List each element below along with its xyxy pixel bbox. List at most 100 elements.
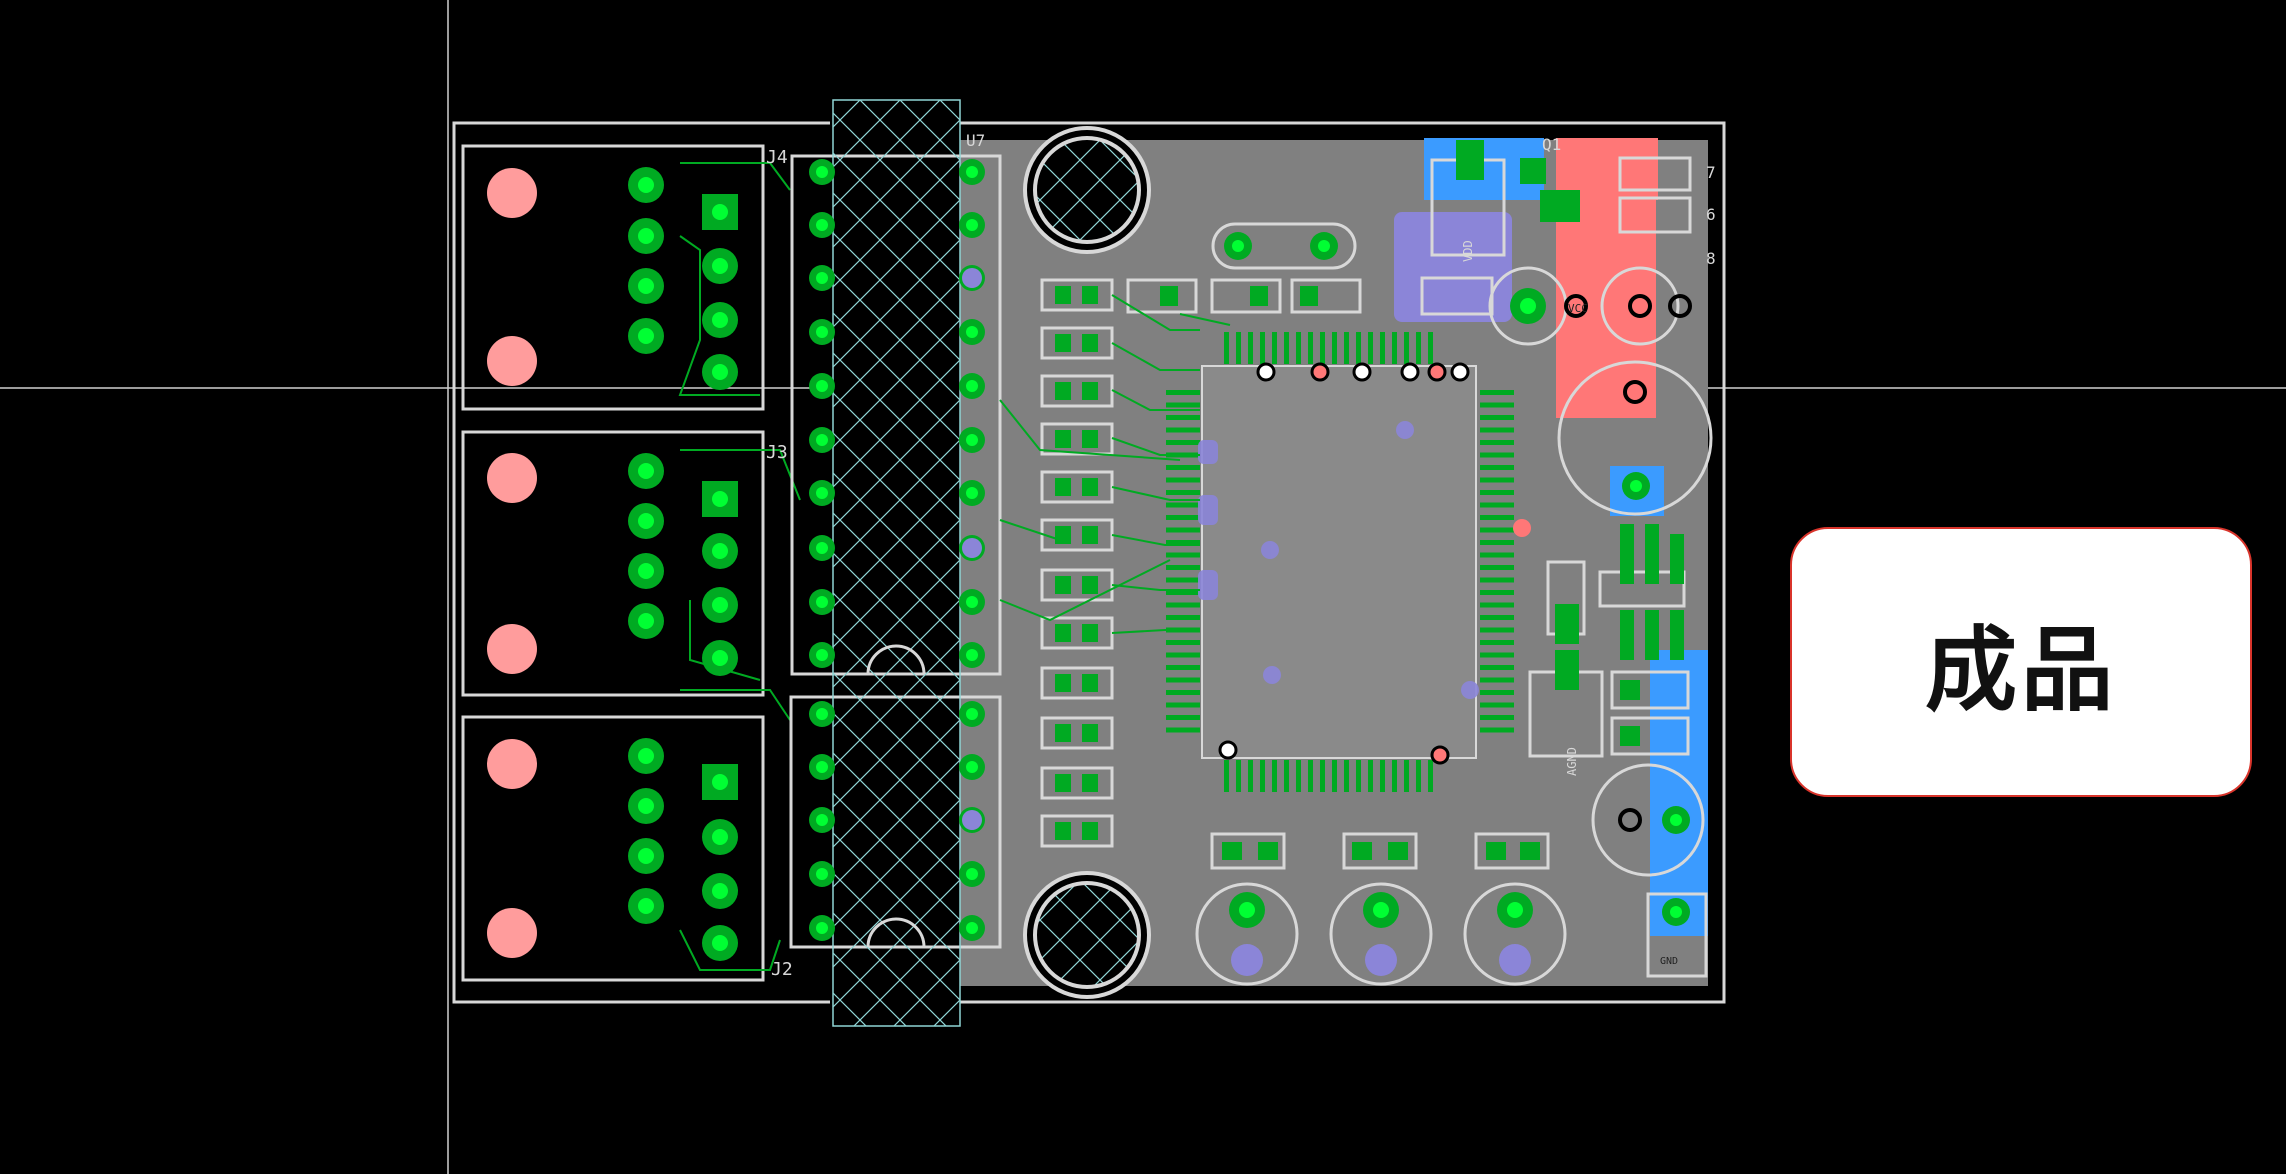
mcu-pin-right [1480,590,1514,595]
mcu-pin-bottom [1380,760,1385,792]
mcu-pin-left [1166,565,1200,570]
mcu-pin-bottom [1356,760,1361,792]
mcu-pin-bottom [1428,760,1433,792]
mcu-pin-right [1480,702,1514,708]
mcu-pin-bottom [1296,760,1301,792]
mcu-pin-left [1166,677,1200,683]
header-notch-top [866,644,926,675]
mcu-pin-top [1236,332,1241,364]
mcu-pin-right [1480,640,1514,645]
header-keepout [832,99,961,1027]
rj-connector-j4[interactable] [461,144,765,411]
header-pads[interactable] [809,159,985,941]
traces-left [678,162,801,971]
mcu-pin-bottom [1344,760,1349,792]
mcu-pin-bottom [1224,760,1229,792]
mcu-pin-bottom [1272,760,1277,792]
mcu-pin-right [1480,565,1514,570]
mounting-hole-top [1023,126,1151,254]
mcu-pin-left [1166,602,1200,608]
right-pads [1456,140,1692,926]
mcu-pin-right [1480,665,1514,670]
mcu-pin-left [1166,427,1200,433]
mcu-pin-right [1480,477,1514,483]
mcu-pin-bottom [1236,760,1241,792]
mcu-pin-right [1480,615,1514,620]
mcu-pin-top [1272,332,1277,364]
mcu-pin-left [1166,540,1200,545]
mcu-pin-left [1166,652,1200,658]
crystal-component[interactable] [1211,222,1357,270]
mcu-pin-left [1166,552,1200,558]
mcu-pin-right [1480,677,1514,683]
edge-number-8: 8 [1706,249,1716,268]
edge-number-6: 6 [1706,205,1716,224]
mcu-pin-right [1480,452,1514,458]
mcu-pin-bottom [1332,760,1337,792]
mcu-pin-left [1166,665,1200,670]
mcu-pin-top [1332,332,1337,364]
mcu-pin-top [1224,332,1229,364]
mcu-pin-bottom [1404,760,1409,792]
smd-pads [1055,286,1318,840]
mcu-pin-right [1480,690,1514,695]
mcu-pin-top [1404,332,1409,364]
rj-connector-j2[interactable] [461,715,765,982]
ref-q1: Q1 [1542,135,1561,154]
mcu-pin-top [1428,332,1433,364]
mcu-pin-right [1480,527,1514,533]
mcu-pin-right [1480,515,1514,520]
mcu-pin-right [1480,540,1514,545]
mcu-pin-right [1480,415,1514,420]
mcu-pin-top [1248,332,1253,364]
mcu-pin-bottom [1416,760,1421,792]
right-components[interactable] [1420,156,1713,978]
net-label-vdd: VDD [1461,240,1475,262]
board-outline [452,121,1726,1004]
mcu-pin-top [1380,332,1385,364]
ref-u7: U7 [966,131,985,150]
mcu-pin-right [1480,715,1514,720]
mcu-pin-bottom [1308,760,1313,792]
mcu-pin-bottom [1320,760,1325,792]
net-label-vcc: VCC [1568,302,1588,315]
bottom-capacitors[interactable] [1195,832,1567,986]
ref-j4: J4 [766,147,788,168]
mcu-pin-right [1480,490,1514,495]
mcu-pin-bottom [1248,760,1253,792]
net-label-agnd: AGND [1565,747,1579,776]
mcu-pin-bottom [1368,760,1373,792]
mcu-pin-top [1368,332,1373,364]
mcu-pin-left [1166,415,1200,420]
ref-j3: J3 [766,442,788,463]
mcu-pin-right [1480,402,1514,408]
mcu-qfp-chip[interactable] [1166,332,1514,792]
mcu-pin-left [1166,390,1200,395]
mcu-pin-left [1166,477,1200,483]
result-label-text: 成品 [1924,615,2117,724]
traces-mcu [999,294,1231,634]
mcu-pin-left [1166,715,1200,720]
mcu-pin-right [1480,727,1514,733]
mcu-pin-top [1344,332,1349,364]
rj-connector-j3[interactable] [461,430,765,697]
mcu-pin-top [1308,332,1313,364]
mcu-pin-top [1392,332,1397,364]
mcu-pin-left [1166,527,1200,533]
mcu-pin-right [1480,577,1514,583]
mcu-pin-right [1480,552,1514,558]
mcu-pin-left [1166,502,1200,508]
mcu-vias [1218,362,1531,765]
mcu-pin-left [1166,690,1200,695]
mcu-pin-top [1284,332,1289,364]
header-notch-bottom [866,917,926,948]
mcu-pin-top [1356,332,1361,364]
mcu-pin-left [1166,440,1200,445]
mcu-pin-right [1480,390,1514,395]
mcu-pin-left [1166,577,1200,583]
result-label-card: 成品 [1790,527,2252,797]
mcu-pin-top [1320,332,1325,364]
mcu-pin-left [1166,702,1200,708]
mcu-pin-top [1296,332,1301,364]
